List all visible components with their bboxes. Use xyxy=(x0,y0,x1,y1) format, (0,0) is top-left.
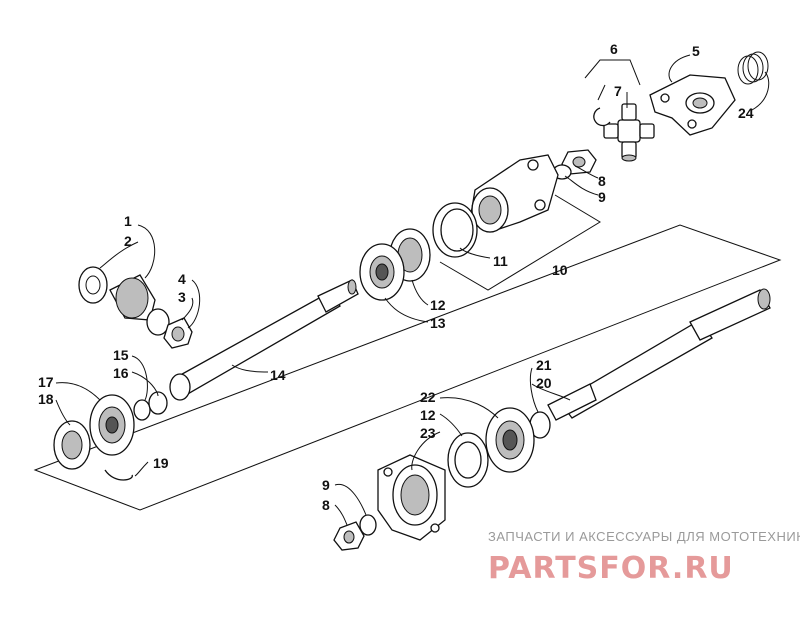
callout-8-upper: 8 xyxy=(598,173,606,189)
callout-6: 6 xyxy=(610,41,618,57)
universal-cross-part xyxy=(603,103,655,162)
callout-3: 3 xyxy=(178,289,186,305)
callout-12-upper: 12 xyxy=(430,297,446,313)
cross-kit-bracket xyxy=(584,59,641,86)
drive-shaft-upper-part xyxy=(169,279,359,401)
snap-ring-small-part xyxy=(593,107,611,127)
seal-lower-part xyxy=(447,432,489,488)
callout-5: 5 xyxy=(692,43,700,59)
lower-assembly-frame xyxy=(33,224,782,511)
watermark: ЗАПЧАСТИ И АКСЕССУАРЫ ДЛЯ МОТОТЕХНИКИ PA… xyxy=(488,529,800,586)
callout-9-upper: 9 xyxy=(598,189,606,205)
callout-8-lower: 8 xyxy=(322,497,330,513)
bearing-housing-part xyxy=(377,454,446,541)
bearing-lower-part xyxy=(485,407,535,473)
nut-upper-part xyxy=(561,149,597,175)
callout-24: 24 xyxy=(738,105,754,121)
slip-yoke-part xyxy=(469,154,559,233)
callout-23: 23 xyxy=(420,425,436,441)
callout-10: 10 xyxy=(552,262,568,278)
callout-15: 15 xyxy=(113,347,129,363)
callout-11: 11 xyxy=(493,253,508,269)
watermark-logo: PARTSFOR.RU xyxy=(488,551,734,586)
seal-ring-part xyxy=(432,202,478,258)
callout-22: 22 xyxy=(420,389,436,405)
callout-20: 20 xyxy=(536,375,552,391)
callout-13: 13 xyxy=(430,315,446,331)
callout-9-lower: 9 xyxy=(322,477,330,493)
thrust-washer-part xyxy=(133,399,151,421)
bearing-upper-part xyxy=(359,228,431,301)
callout-16: 16 xyxy=(113,365,129,381)
snap-ring-lower-part xyxy=(104,469,133,481)
callout-19: 19 xyxy=(153,455,169,471)
callout-21: 21 xyxy=(536,357,552,373)
callout-7: 7 xyxy=(614,83,622,99)
washer-lower-part xyxy=(359,514,377,536)
bearing-lower-left-part xyxy=(53,420,91,470)
callout-12-lower: 12 xyxy=(420,407,436,423)
yoke-assembly-frame xyxy=(439,194,601,291)
leader-lines xyxy=(55,54,770,526)
nut-lower-part xyxy=(333,521,365,551)
callout-1: 1 xyxy=(124,213,132,229)
watermark-tagline: ЗАПЧАСТИ И АКСЕССУАРЫ ДЛЯ МОТОТЕХНИКИ xyxy=(488,529,800,544)
callout-14: 14 xyxy=(270,367,286,383)
pinion-gear-part xyxy=(109,274,156,321)
callout-17: 17 xyxy=(38,374,54,390)
callout-4: 4 xyxy=(178,271,186,287)
lock-washer-part xyxy=(146,308,170,336)
callout-18: 18 xyxy=(38,391,54,407)
ring-gear-part xyxy=(89,394,135,456)
callout-2: 2 xyxy=(124,233,132,249)
spring-part xyxy=(737,51,769,85)
shim-washer-part xyxy=(78,266,108,304)
drive-shaft-lower-part xyxy=(547,288,771,421)
callout-labels: 1 2 4 3 6 7 5 24 8 9 11 10 12 13 14 15 1… xyxy=(38,41,754,513)
spacer-washer-part xyxy=(148,391,168,415)
flange-yoke-part xyxy=(649,74,736,136)
